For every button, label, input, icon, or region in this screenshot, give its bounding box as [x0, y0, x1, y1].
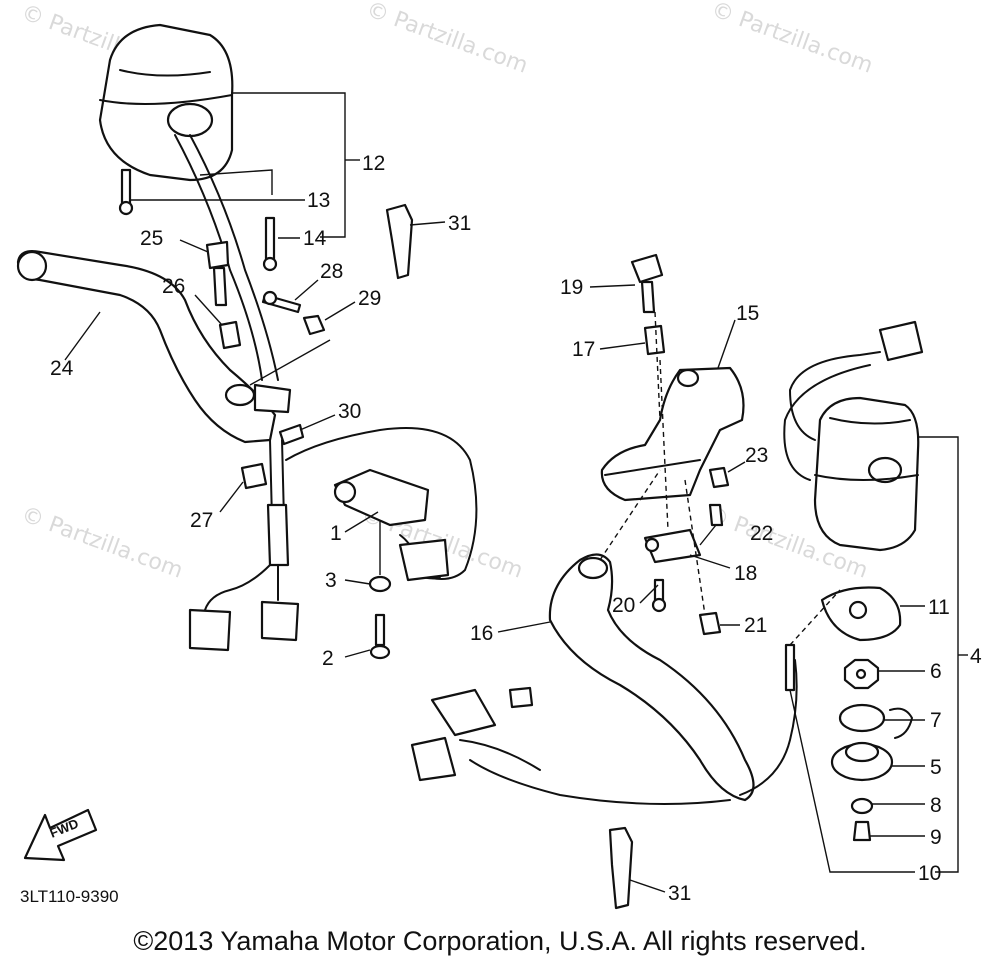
- callout-3: 3: [325, 569, 337, 592]
- callout-18: 18: [734, 562, 757, 585]
- switch-knob-7: [838, 703, 913, 739]
- right-wire-harness: [410, 659, 798, 805]
- bolt-25: [205, 240, 230, 307]
- callout-6: 6: [930, 660, 942, 683]
- callout-7: 7: [930, 709, 942, 732]
- callout-19: 19: [560, 276, 583, 299]
- brake-lever: [548, 553, 755, 802]
- clutch-lever: [16, 250, 292, 444]
- switch-body-11: [820, 586, 902, 642]
- callout-31-bottom: 31: [668, 882, 691, 905]
- callout-22: 22: [750, 522, 773, 545]
- callout-10: 10: [918, 862, 941, 885]
- callout-13: 13: [307, 189, 330, 212]
- left-wire-harness: [188, 427, 478, 652]
- nut-23: [708, 466, 730, 489]
- nut-29: [302, 314, 326, 336]
- key-31-top: [385, 203, 414, 280]
- nut-21: [698, 611, 722, 636]
- contact-6: [843, 658, 880, 690]
- key-31-bottom: [608, 826, 634, 910]
- callout-leaders: [64, 92, 968, 893]
- callout-8: 8: [930, 794, 942, 817]
- adjuster-knob-19: [630, 253, 664, 314]
- callout-2: 2: [322, 647, 334, 670]
- watermark: © Partzilla.com: [708, 0, 876, 79]
- switch-base-5: [830, 741, 894, 782]
- washer-8: [850, 797, 874, 815]
- screw-14: [262, 216, 278, 272]
- callout-11: 11: [928, 596, 950, 619]
- screw-9: [852, 820, 872, 842]
- nut-27: [240, 462, 268, 490]
- callout-23: 23: [745, 444, 768, 467]
- brake-lever-holder: [600, 366, 745, 502]
- callout-14: 14: [303, 227, 327, 250]
- washer-3: [368, 575, 392, 593]
- bolt-28: [261, 290, 302, 314]
- callout-21: 21: [744, 614, 767, 637]
- callout-24: 24: [50, 357, 74, 380]
- clutch-switch: [333, 468, 441, 580]
- right-switch-housing: [813, 396, 920, 552]
- callout-labels: 12 13 14 31 25 28 26 29 24 30 27 1 3 2 1…: [50, 152, 982, 905]
- callout-25: 25: [140, 227, 163, 250]
- left-switch-housing: [98, 23, 279, 381]
- callout-17: 17: [572, 338, 595, 361]
- callout-20: 20: [612, 594, 635, 617]
- callout-12: 12: [362, 152, 385, 175]
- callout-4: 4: [970, 645, 982, 668]
- callout-16: 16: [470, 622, 493, 645]
- callout-26: 26: [162, 275, 185, 298]
- callout-28: 28: [320, 260, 343, 283]
- screw-22: [708, 503, 724, 527]
- screw-2: [369, 613, 391, 660]
- fwd-arrow-icon: FWD: [23, 808, 98, 862]
- callout-5: 5: [930, 756, 942, 779]
- diagram-code: 3LT110-9390: [20, 887, 119, 906]
- callout-27: 27: [190, 509, 213, 532]
- copyright-notice: ©2013 Yamaha Motor Corporation, U.S.A. A…: [133, 926, 866, 956]
- right-harness-cable: [783, 320, 924, 481]
- screw-13: [118, 168, 134, 216]
- collar-26: [218, 320, 242, 350]
- collar-17: [643, 324, 666, 356]
- callout-1: 1: [330, 522, 342, 545]
- callout-29: 29: [358, 287, 381, 310]
- callout-15: 15: [736, 302, 759, 325]
- callout-30: 30: [338, 400, 361, 423]
- screw-30: [278, 423, 305, 446]
- screw-20: [651, 578, 667, 613]
- screw-10: [784, 643, 796, 692]
- watermark: © Partzilla.com: [18, 502, 186, 584]
- watermark: © Partzilla.com: [363, 0, 531, 79]
- callout-9: 9: [930, 826, 942, 849]
- callout-31-top: 31: [448, 212, 471, 235]
